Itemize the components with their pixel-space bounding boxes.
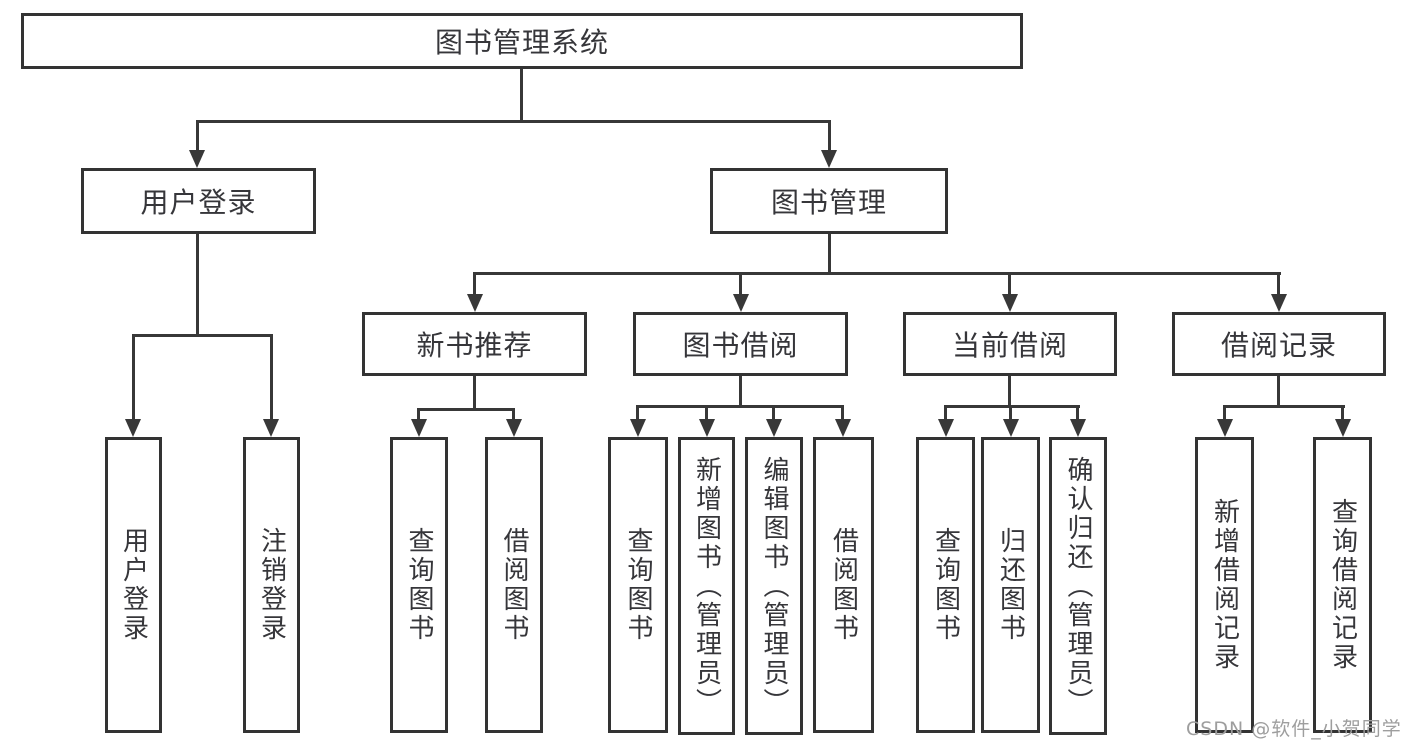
node-library-management-system: 图书管理系统 (21, 13, 1023, 69)
arrowhead-down-icon (766, 419, 782, 437)
arrowhead-down-icon (411, 419, 427, 437)
connector-line (417, 408, 515, 411)
arrowhead-down-icon (1070, 419, 1086, 437)
connector-line (705, 405, 708, 420)
connector-line (196, 234, 199, 334)
connector-line (1223, 405, 1226, 420)
connector-line (473, 272, 476, 295)
connector-line (1341, 405, 1344, 420)
connector-line (1076, 405, 1079, 420)
connector-line (944, 405, 947, 420)
node-book-management: 图书管理 (710, 168, 948, 234)
leaf-label: 查询图书 (623, 527, 653, 643)
arrowhead-down-icon (938, 419, 954, 437)
arrowhead-down-icon (467, 294, 483, 312)
connector-line (132, 334, 135, 420)
node-query-borrow-record: 查询借阅记录 (1313, 437, 1372, 733)
connector-line (417, 408, 420, 420)
connector-line (1223, 405, 1345, 408)
node-query-books-current: 查询图书 (916, 437, 975, 733)
connector-line (739, 272, 742, 295)
node-book-borrowing: 图书借阅 (633, 312, 848, 376)
connector-line (1009, 405, 1012, 420)
node-new-book-recommend: 新书推荐 (362, 312, 587, 376)
arrowhead-down-icon (1335, 419, 1351, 437)
leaf-label: 新增借阅记录 (1209, 498, 1240, 672)
leaf-label: 借阅图书 (828, 527, 859, 643)
node-user-login: 用户登录 (81, 168, 316, 234)
node-borrow-records: 借阅记录 (1172, 312, 1386, 376)
leaf-label: 借阅图书 (499, 527, 529, 643)
connector-line (1008, 376, 1011, 405)
arrowhead-down-icon (733, 294, 749, 312)
connector-line (828, 120, 831, 151)
node-borrow-books: 借阅图书 (813, 437, 874, 733)
connector-line (512, 408, 515, 420)
arrowhead-down-icon (1002, 294, 1018, 312)
leaf-label: 编辑图书（管理员） (759, 455, 789, 717)
leaf-label: 用户登录 (118, 527, 149, 643)
connector-line (1277, 376, 1280, 405)
connector-line (636, 405, 639, 420)
arrowhead-down-icon (630, 419, 646, 437)
node-add-books-admin: 新增图书（管理员） (678, 437, 735, 735)
arrowhead-down-icon (263, 419, 279, 437)
node-edit-books-admin: 编辑图书（管理员） (745, 437, 803, 735)
connector-line (473, 272, 1281, 275)
connector-line (1277, 272, 1280, 295)
node-user-login-leaf: 用户登录 (105, 437, 162, 733)
leaf-label: 查询图书 (404, 527, 434, 643)
connector-line (270, 334, 273, 420)
node-confirm-return-admin: 确认归还（管理员） (1049, 437, 1107, 735)
node-add-borrow-record: 新增借阅记录 (1195, 437, 1254, 733)
leaf-label: 查询借阅记录 (1327, 498, 1358, 672)
arrowhead-down-icon (189, 150, 205, 168)
connector-line (772, 405, 775, 420)
leaf-label: 确认归还（管理员） (1063, 455, 1093, 717)
connector-line (132, 334, 273, 337)
arrowhead-down-icon (821, 150, 837, 168)
arrowhead-down-icon (125, 419, 141, 437)
leaf-label: 归还图书 (995, 527, 1026, 643)
connector-line (196, 120, 831, 123)
connector-line (828, 234, 831, 272)
node-return-books: 归还图书 (981, 437, 1040, 733)
connector-line (473, 376, 476, 408)
node-borrow-books-recommend: 借阅图书 (485, 437, 543, 733)
watermark: CSDN @软件_小贺同学 (1186, 718, 1402, 740)
leaf-label: 注销登录 (256, 527, 287, 643)
node-logout: 注销登录 (243, 437, 300, 733)
connector-line (1008, 272, 1011, 295)
node-query-books-recommend: 查询图书 (390, 437, 448, 733)
connector-line (944, 405, 1080, 408)
arrowhead-down-icon (835, 419, 851, 437)
leaf-label: 查询图书 (930, 527, 961, 643)
arrowhead-down-icon (1217, 419, 1233, 437)
leaf-label: 新增图书（管理员） (691, 455, 722, 717)
arrowhead-down-icon (1003, 419, 1019, 437)
connector-line (739, 376, 742, 405)
arrowhead-down-icon (506, 419, 522, 437)
connector-line (520, 69, 523, 120)
connector-line (636, 405, 844, 408)
node-current-borrowing: 当前借阅 (903, 312, 1117, 376)
arrowhead-down-icon (699, 419, 715, 437)
connector-line (841, 405, 844, 420)
arrowhead-down-icon (1271, 294, 1287, 312)
connector-line (196, 120, 199, 151)
node-query-books-borrowing: 查询图书 (608, 437, 668, 733)
